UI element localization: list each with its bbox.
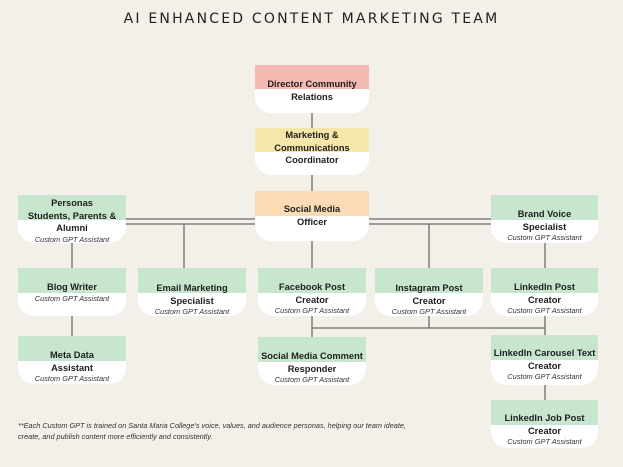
box-header-band (18, 268, 126, 293)
box-subtitle: Custom GPT Assistant (34, 374, 110, 383)
box-subtitle: Custom GPT Assistant (507, 306, 582, 315)
box-header-band (491, 400, 598, 425)
box-title-line: Social Media (283, 204, 341, 214)
box-title-line: Social Media Comment (261, 351, 363, 361)
box-title-line: Creator (295, 294, 329, 305)
box-title-line: Specialist (522, 221, 567, 232)
box-header-band (138, 268, 246, 293)
box-title-line: Assistant (51, 362, 93, 373)
box-header-band (18, 336, 126, 361)
box-title-line: Communications (274, 142, 350, 153)
box-title-line: Relations (291, 91, 333, 102)
box-title-line: Facebook Post (278, 282, 346, 292)
box-header-band (255, 191, 369, 216)
box-subtitle: Custom GPT Assistant (507, 437, 582, 446)
box-title-line: Brand Voice (517, 209, 572, 219)
box-subtitle: Custom GPT Assistant (391, 307, 467, 316)
box-header-band (255, 128, 369, 152)
box-title-line: Responder (287, 363, 337, 374)
box-title-line: Instagram Post (395, 283, 463, 293)
box-subtitle: Custom GPT Assistant (507, 233, 582, 242)
box-title-line: Marketing & (285, 130, 339, 140)
box-subtitle: Custom GPT Assistant (154, 307, 230, 316)
box-header-band (491, 195, 598, 220)
box-title-line: Officer (297, 216, 327, 227)
box-title-line: Personas (51, 198, 93, 208)
box-title-line: Creator (527, 294, 562, 305)
box-subtitle: Custom GPT Assistant (507, 372, 582, 381)
box-title-line: Director Community (267, 79, 357, 89)
box-title-line: Alumni (56, 223, 88, 233)
footnote: **Each Custom GPT is trained on Santa Ma… (18, 421, 406, 441)
box-subtitle: Custom GPT Assistant (34, 293, 110, 303)
box-subtitle: Custom GPT Assistant (274, 375, 350, 384)
box-title-line: Creator (412, 295, 446, 306)
box-title-line: Meta Data (50, 350, 94, 360)
box-title-line: Blog Writer (47, 282, 97, 292)
box-title-line: Creator (527, 425, 562, 436)
box-header-band (491, 335, 598, 360)
box-title-line: Students, Parents & (27, 210, 117, 221)
box-header-band (258, 337, 366, 362)
box-subtitle: Custom GPT Assistant (274, 306, 350, 315)
box-title-line: LinkedIn Carousel Text (493, 348, 596, 358)
box-title-line: LinkedIn Post (514, 282, 575, 292)
box-header-band (491, 268, 598, 293)
box-subtitle: Custom GPT Assistant (34, 234, 110, 244)
box-title-line: Creator (527, 360, 562, 371)
box-header-band (18, 195, 126, 220)
box-header-band (258, 268, 366, 293)
box-title-line: Email Marketing (156, 283, 228, 293)
box-title-line: Coordinator (285, 155, 339, 165)
box-title-line: Specialist (170, 295, 214, 306)
box-title-line: LinkedIn Job Post (504, 413, 585, 423)
chart-title: AI ENHANCED CONTENT MARKETING TEAM (123, 11, 500, 27)
box-header-band (375, 268, 483, 293)
box-header-band (255, 65, 369, 89)
